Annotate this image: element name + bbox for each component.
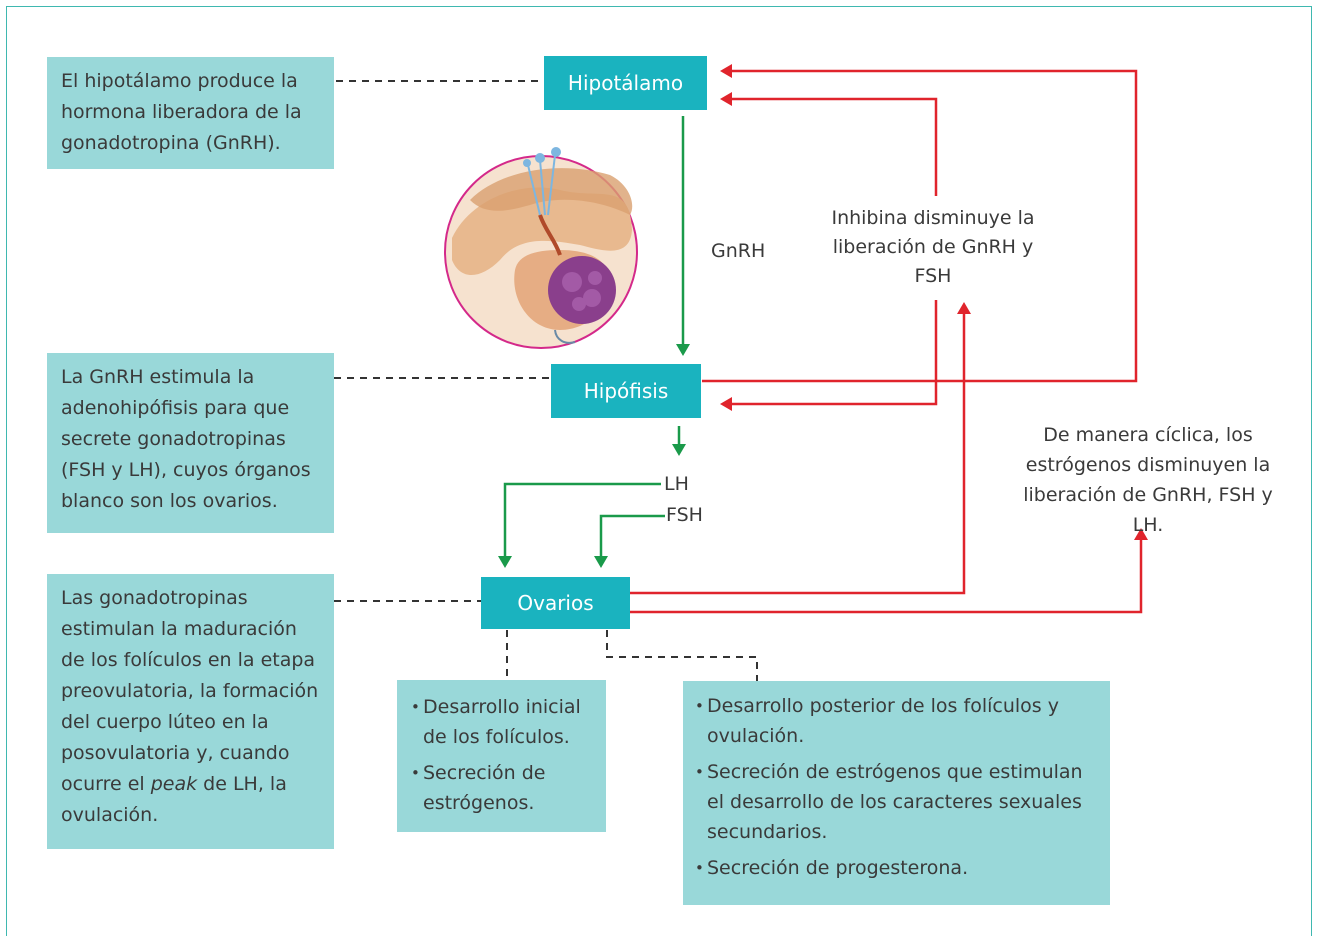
stimulation-arrows: [498, 116, 690, 568]
node-ovaries-label: Ovarios: [517, 591, 594, 615]
label-lh: LH: [664, 473, 689, 495]
label-estrogen-feedback: De manera cíclica, los estrógenos dismin…: [1023, 424, 1273, 536]
node-hypothalamus: Hipotálamo: [544, 56, 707, 110]
effects-early: Desarrollo inicial de los folículos. Sec…: [397, 680, 606, 832]
note-ovaries-text: Las gonadotropinas estimulan la maduraci…: [61, 587, 319, 795]
arrow-pituitary-to-hypothalamus: [702, 69, 1138, 383]
brain-pituitary-illustration: [444, 147, 638, 349]
effect-late-1: Desarrollo posterior de los folículos y …: [693, 691, 1100, 751]
effect-early-2: Secreción de estrógenos.: [409, 758, 594, 818]
arrow-ovaries-estrogen: [630, 540, 1143, 614]
label-inhibin: Inhibina disminuye la liberación de GnRH…: [831, 207, 1035, 287]
note-ovaries-text-end: de LH, la ovulación.: [61, 773, 287, 826]
effect-late-2: Secreción de estrógenos que estimulan el…: [693, 757, 1100, 847]
arrow-ovaries-inhibin: [630, 314, 966, 595]
note-hypothalamus: El hipotálamo produce la hormona liberad…: [47, 57, 334, 169]
arrow-inhibin-to-hypothalamus: [730, 97, 938, 196]
note-ovaries-peak: peak: [150, 773, 198, 795]
node-pituitary: Hipófisis: [551, 364, 701, 418]
dashed-late: [606, 630, 758, 682]
node-ovaries: Ovarios: [481, 577, 630, 629]
arrow-fsh: [599, 514, 665, 558]
effect-late-3: Secreción de progesterona.: [693, 853, 1100, 883]
effects-late: Desarrollo posterior de los folículos y …: [683, 681, 1110, 905]
effect-early-1: Desarrollo inicial de los folículos.: [409, 692, 594, 752]
effects-late-list: Desarrollo posterior de los folículos y …: [693, 691, 1100, 883]
dashed-connectors: [334, 80, 758, 682]
effects-early-list: Desarrollo inicial de los folículos. Sec…: [409, 692, 594, 818]
node-pituitary-label: Hipófisis: [583, 379, 669, 403]
arrow-inhibin-to-pituitary: [730, 300, 938, 406]
note-ovaries: Las gonadotropinas estimulan la maduraci…: [47, 574, 334, 849]
note-pituitary-text: La GnRH estimula la adenohipófisis para …: [61, 366, 311, 512]
inhibition-arrows: [630, 64, 1148, 614]
figure-frame: [6, 6, 1312, 936]
note-hypothalamus-text: El hipotálamo produce la hormona liberad…: [61, 70, 302, 154]
note-pituitary: La GnRH estimula la adenohipófisis para …: [47, 353, 334, 533]
arrow-lh: [503, 482, 661, 558]
label-fsh: FSH: [666, 504, 703, 526]
node-hypothalamus-label: Hipotálamo: [567, 71, 684, 95]
label-gnrh: GnRH: [711, 240, 766, 262]
